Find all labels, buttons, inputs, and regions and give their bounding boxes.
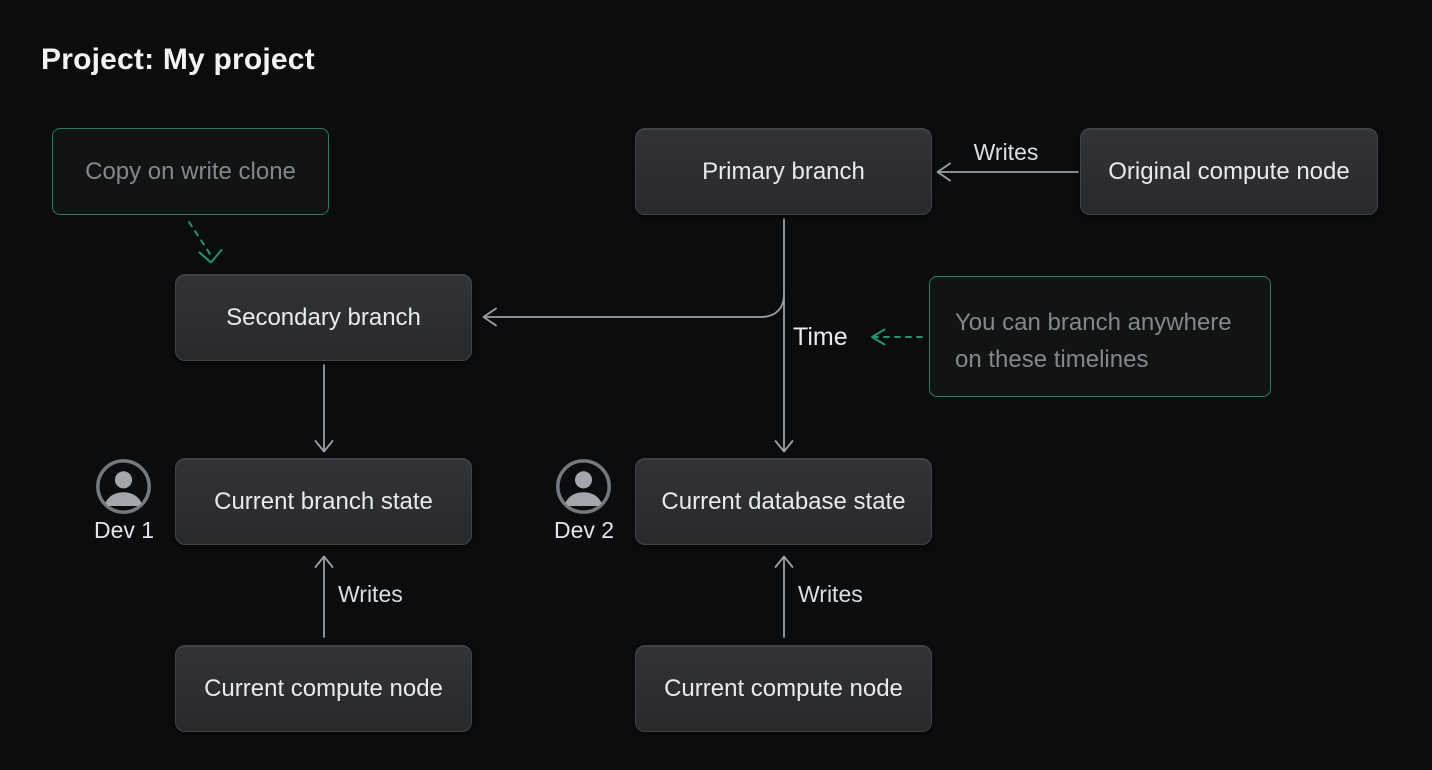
current-database-state-node: Current database state [635, 458, 932, 545]
compute-node-right-label: Current compute node [664, 674, 903, 702]
writes-label-top: Writes [973, 139, 1039, 165]
compute-node-right: Current compute node [635, 645, 932, 732]
branch-anywhere-note-line2: on these timelines [955, 346, 1149, 373]
dev2-user-icon [556, 459, 611, 514]
arrowhead-compute-right-up [774, 555, 794, 568]
current-branch-state-label: Current branch state [214, 487, 433, 515]
original-compute-node: Original compute node [1080, 128, 1378, 215]
dashed-arrowhead-cow-to-secondary [198, 249, 223, 264]
arrowhead-secondary-down [314, 440, 334, 453]
branch-anywhere-note: You can branch anywhere on these timelin… [929, 276, 1271, 397]
dashed-arrow-cow-to-secondary [188, 221, 211, 255]
original-compute-node-label: Original compute node [1108, 157, 1350, 185]
time-label: Time [793, 323, 848, 351]
secondary-branch-node: Secondary branch [175, 274, 472, 361]
dev2-label: Dev 2 [553, 517, 615, 543]
line-primary-to-secondary [485, 293, 785, 318]
writes-label-right: Writes [798, 581, 863, 607]
arrowhead-original-to-primary [936, 162, 951, 182]
copy-on-write-note: Copy on write clone [52, 128, 329, 215]
copy-on-write-note-label: Copy on write clone [85, 157, 296, 185]
arrowhead-primary-down [774, 440, 794, 453]
arrowhead-compute-left-up [314, 555, 334, 568]
dashed-arrowhead-note-to-time [871, 328, 886, 346]
current-database-state-label: Current database state [661, 487, 906, 515]
primary-branch-node: Primary branch [635, 128, 932, 215]
arrowhead-primary-to-secondary [482, 307, 497, 327]
primary-branch-label: Primary branch [702, 157, 865, 185]
compute-node-left-label: Current compute node [204, 674, 443, 702]
dev1-label: Dev 1 [93, 517, 155, 543]
branch-anywhere-note-line1: You can branch anywhere [955, 309, 1232, 336]
compute-node-left: Current compute node [175, 645, 472, 732]
current-branch-state-node: Current branch state [175, 458, 472, 545]
writes-label-left: Writes [338, 581, 403, 607]
secondary-branch-label: Secondary branch [226, 303, 421, 331]
page-title: Project: My project [41, 43, 315, 76]
dev1-user-icon [96, 459, 151, 514]
